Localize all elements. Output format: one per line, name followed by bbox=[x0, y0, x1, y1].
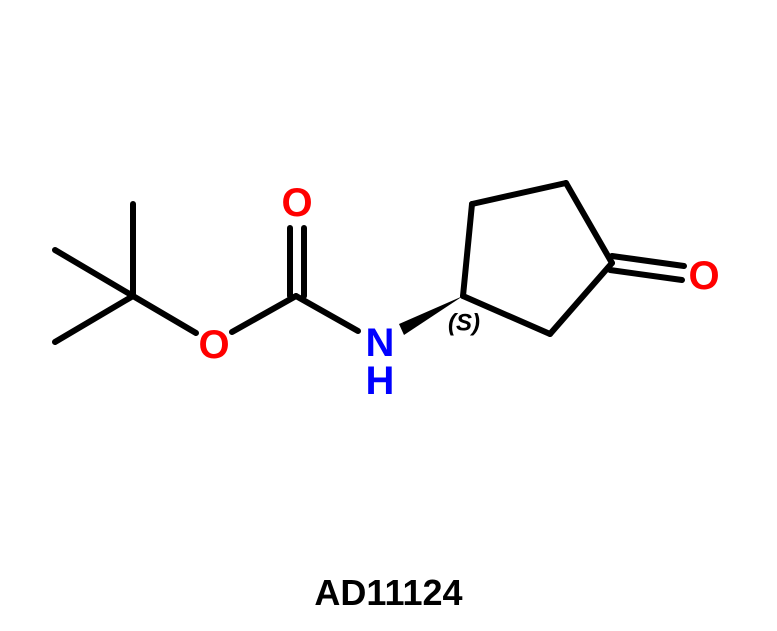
atom-nitrogen: N bbox=[366, 321, 395, 365]
bond-ring-c4-c5 bbox=[547, 260, 615, 337]
atom-ketone-oxygen: O bbox=[688, 254, 719, 298]
bond-ring-c2-c3 bbox=[469, 180, 569, 207]
bond-ring-c1-c2 bbox=[460, 201, 475, 299]
stereo-label: (S) bbox=[448, 310, 480, 337]
bond-carbonyl-to-nitrogen bbox=[293, 293, 361, 334]
atom-carbonyl-oxygen: O bbox=[281, 181, 312, 225]
bond-ring-c5-c1 bbox=[460, 293, 553, 337]
bond-methyl-lower-left bbox=[52, 293, 136, 345]
bond-ester-oxygen-to-carbonyl bbox=[229, 293, 299, 335]
atom-nitrogen-hydrogen: H bbox=[366, 359, 395, 403]
bond-methyl-upper-left bbox=[52, 247, 136, 299]
bond-ketone-double-b bbox=[607, 267, 685, 283]
bond-ketone-double-a bbox=[609, 253, 687, 269]
bond-tbu-to-ester-oxygen bbox=[130, 293, 199, 336]
bond-wedge-stereo bbox=[399, 296, 463, 335]
bond-ring-c3-c4 bbox=[563, 180, 615, 266]
compound-id-label: AD11124 bbox=[314, 572, 463, 613]
atom-ester-oxygen: O bbox=[198, 323, 229, 367]
